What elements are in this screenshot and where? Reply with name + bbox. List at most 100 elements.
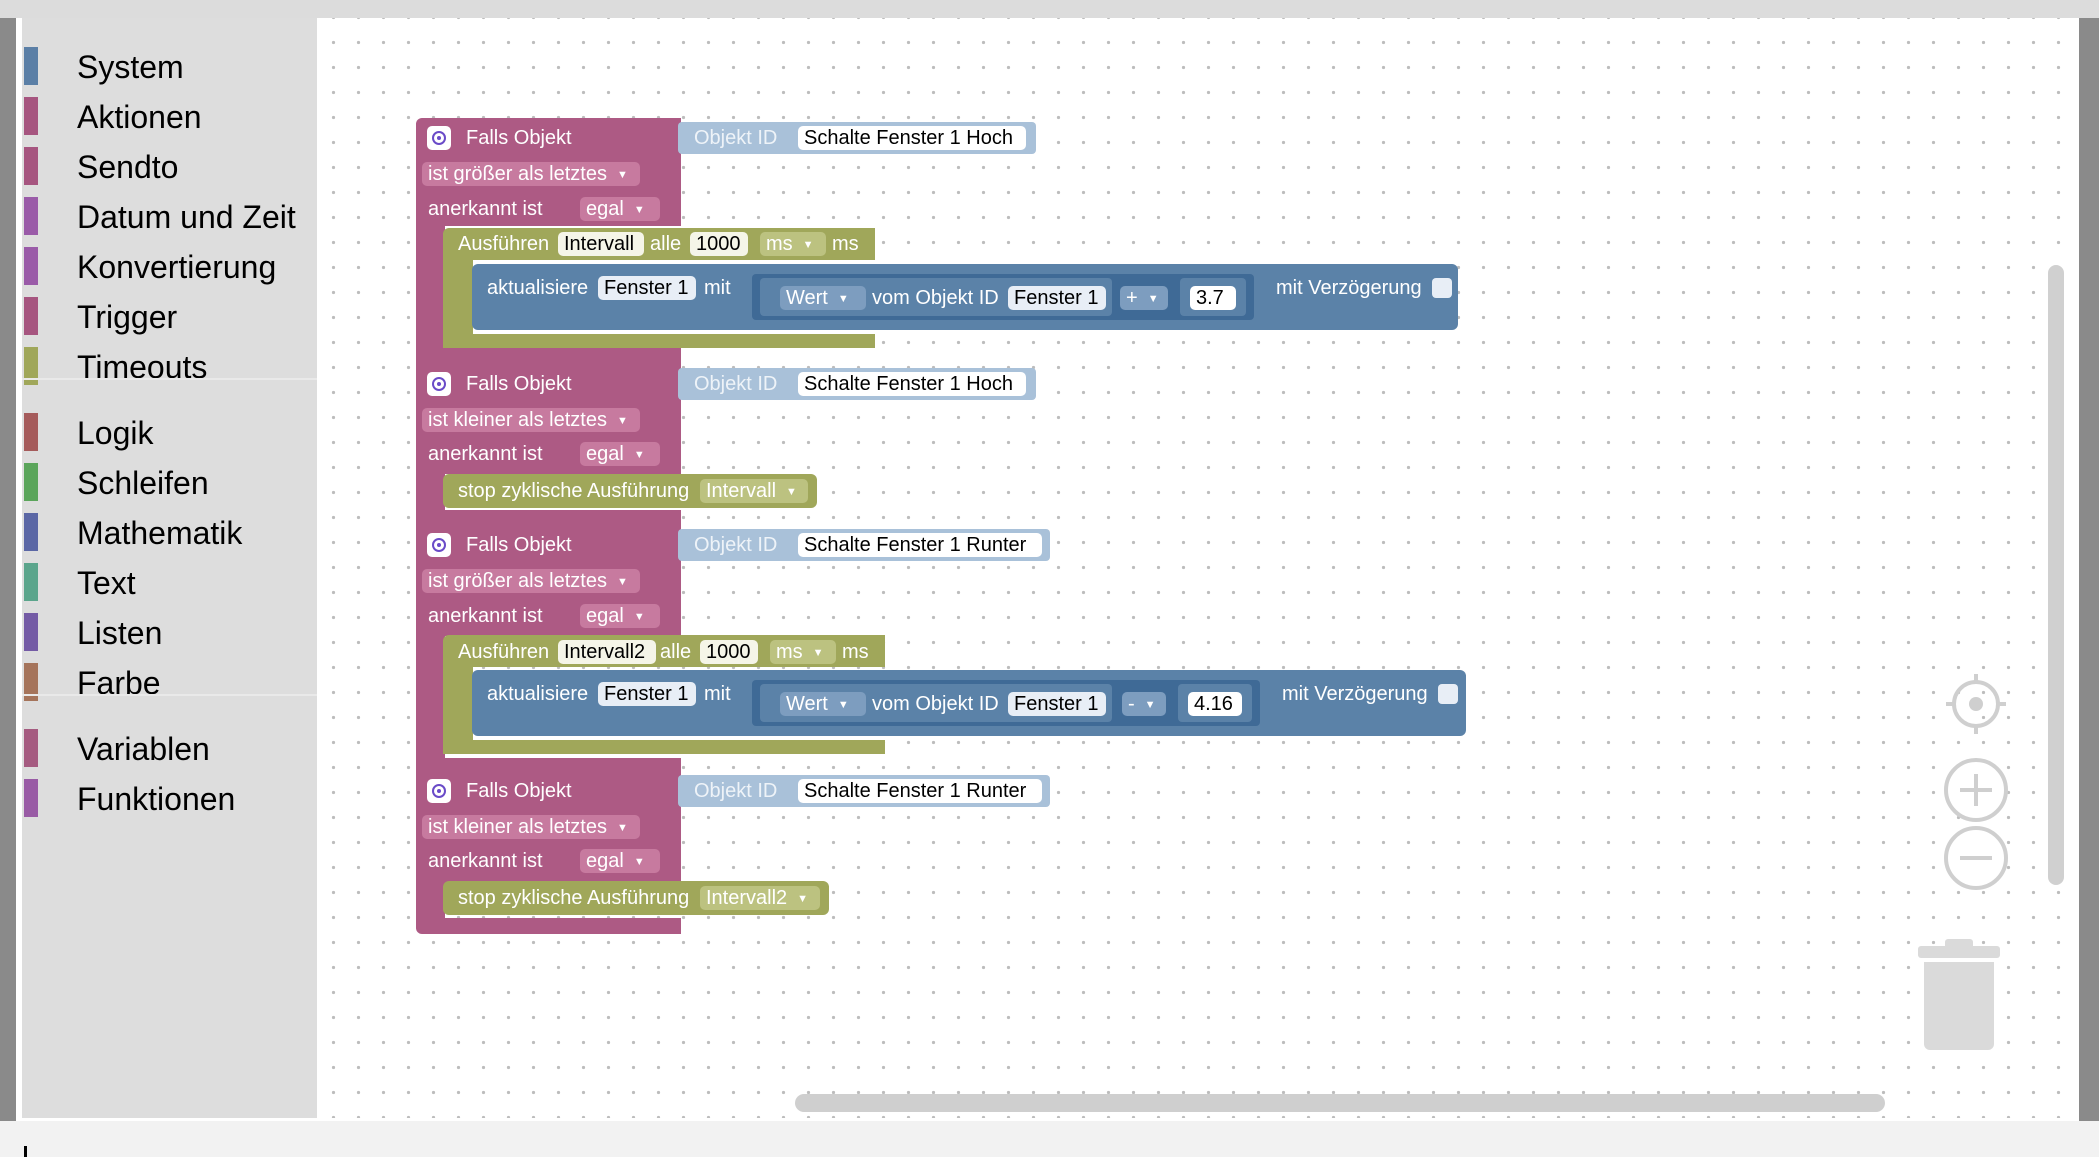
condition-dropdown[interactable]: ist kleiner als letztes▼ <box>422 815 640 839</box>
chevron-down-icon: ▼ <box>616 575 628 588</box>
update-with-label: mit <box>704 277 731 299</box>
update-label: aktualisiere <box>487 277 589 299</box>
text-cursor <box>24 1146 27 1157</box>
toolbox-category-farbe[interactable]: Farbe <box>22 658 317 706</box>
chevron-down-icon: ▼ <box>616 821 628 834</box>
operator-dropdown[interactable]: +▼ <box>1120 286 1168 310</box>
object-id-label: Objekt ID <box>694 534 778 556</box>
object-id-field[interactable]: Schalte Fenster 1 Hoch <box>798 126 1026 150</box>
toolbox-category-variablen[interactable]: Variablen <box>22 724 317 772</box>
toolbox-category-logik[interactable]: Logik <box>22 408 317 456</box>
delay-checkbox[interactable] <box>1432 278 1452 298</box>
toolbox-category-aktionen[interactable]: Aktionen <box>22 92 317 140</box>
toolbox-category-listen[interactable]: Listen <box>22 608 317 656</box>
chevron-down-icon: ▼ <box>786 485 797 498</box>
toolbox-category-sendto[interactable]: Sendto <box>22 142 317 190</box>
delay-checkbox[interactable] <box>1438 684 1458 704</box>
toolbox-category-text[interactable]: Text <box>22 558 317 606</box>
ack-dropdown[interactable]: egal▼ <box>580 604 660 628</box>
toolbox-category-funktionen[interactable]: Funktionen <box>22 774 317 822</box>
category-label: Funktionen <box>77 781 236 817</box>
category-label: System <box>77 49 184 85</box>
category-color-stripe <box>24 147 38 185</box>
category-color-stripe <box>24 97 38 135</box>
crosshair-icon[interactable] <box>1944 672 2008 736</box>
toolbox-category-timeouts[interactable]: Timeouts <box>22 342 317 390</box>
object-id-field[interactable]: Schalte Fenster 1 Runter <box>798 533 1042 557</box>
stop-interval-dropdown[interactable]: Intervall2▼ <box>700 886 820 910</box>
update-target-field[interactable]: Fenster 1 <box>598 682 696 706</box>
source-object-field[interactable]: Fenster 1 <box>1008 692 1106 716</box>
condition-dropdown[interactable]: ist kleiner als letztes▼ <box>422 408 640 432</box>
toolbox-category-system[interactable]: System <box>22 42 317 90</box>
interval-unit-dropdown[interactable]: ms▼ <box>770 640 836 664</box>
interval-name-field[interactable]: Intervall2 <box>558 640 656 664</box>
category-label: Datum und Zeit <box>77 199 296 235</box>
trigger-header: Falls Objekt <box>466 127 572 149</box>
chevron-down-icon: ▼ <box>633 610 645 623</box>
ack-label: anerkannt ist <box>428 605 543 627</box>
trash-lid-handle <box>1945 939 1973 948</box>
zoom-in-icon[interactable] <box>1942 756 2010 824</box>
stop-label: stop zyklische Ausführung <box>458 887 690 909</box>
stop-interval-dropdown[interactable]: Intervall▼ <box>700 479 808 503</box>
interval-value-field[interactable]: 1000 <box>690 232 748 256</box>
category-label: Text <box>77 565 136 601</box>
category-label: Listen <box>77 615 163 651</box>
category-color-stripe <box>24 297 38 335</box>
category-color-stripe <box>24 463 38 501</box>
condition-dropdown[interactable]: ist größer als letztes▼ <box>422 569 640 593</box>
chevron-down-icon: ▼ <box>802 238 814 251</box>
number-field[interactable]: 4.16 <box>1188 692 1242 716</box>
update-label: aktualisiere <box>487 683 589 705</box>
number-field[interactable]: 3.7 <box>1190 286 1236 310</box>
condition-dropdown[interactable]: ist größer als letztes▼ <box>422 162 640 186</box>
ack-dropdown[interactable]: egal▼ <box>580 442 660 466</box>
operator-dropdown[interactable]: -▼ <box>1122 692 1166 716</box>
toolbox-category-datum-und-zeit[interactable]: Datum und Zeit <box>22 192 317 240</box>
interval-value-field[interactable]: 1000 <box>700 640 758 664</box>
ack-dropdown[interactable]: egal▼ <box>580 197 660 221</box>
category-label: Trigger <box>77 299 178 335</box>
ack-dropdown[interactable]: egal▼ <box>580 849 660 873</box>
source-object-field[interactable]: Fenster 1 <box>1008 286 1106 310</box>
gear-icon[interactable] <box>427 779 451 803</box>
value-dropdown[interactable]: Wert▼ <box>780 692 866 716</box>
interval-unit-label: ms <box>842 641 869 663</box>
toolbox-category-trigger[interactable]: Trigger <box>22 292 317 340</box>
from-object-label: vom Objekt ID <box>872 287 999 309</box>
chevron-down-icon: ▼ <box>797 892 809 905</box>
category-color-stripe <box>24 729 38 767</box>
category-color-stripe <box>24 347 38 385</box>
gear-icon[interactable] <box>427 533 451 557</box>
toolbox-category-mathematik[interactable]: Mathematik <box>22 508 317 556</box>
chevron-down-icon: ▼ <box>633 855 645 868</box>
ack-label: anerkannt ist <box>428 443 543 465</box>
gear-icon[interactable] <box>427 372 451 396</box>
trash-body <box>1924 962 1994 1050</box>
trigger-block-spine <box>416 636 445 776</box>
category-color-stripe <box>24 247 38 285</box>
chevron-down-icon: ▼ <box>1147 292 1159 305</box>
object-id-field[interactable]: Schalte Fenster 1 Hoch <box>798 372 1026 396</box>
category-label: Mathematik <box>77 515 243 551</box>
object-id-label: Objekt ID <box>694 127 778 149</box>
horizontal-scrollbar[interactable] <box>795 1094 1885 1112</box>
vertical-scrollbar[interactable] <box>2048 265 2064 885</box>
value-dropdown[interactable]: Wert▼ <box>780 286 866 310</box>
object-id-field[interactable]: Schalte Fenster 1 Runter <box>798 779 1042 803</box>
trigger-block-foot <box>416 348 681 366</box>
interval-unit-dropdown[interactable]: ms▼ <box>760 232 826 256</box>
toolbox-category-schleifen[interactable]: Schleifen <box>22 458 317 506</box>
interval-name-field[interactable]: Intervall <box>558 232 644 256</box>
toolbox-category-konvertierung[interactable]: Konvertierung <box>22 242 317 290</box>
ack-label: anerkannt ist <box>428 198 543 220</box>
category-label: Aktionen <box>77 99 202 135</box>
category-color-stripe <box>24 413 38 451</box>
update-target-field[interactable]: Fenster 1 <box>598 276 696 300</box>
zoom-out-icon[interactable] <box>1942 824 2010 892</box>
category-color-stripe <box>24 779 38 817</box>
window-top-strip <box>0 0 2099 18</box>
gear-icon[interactable] <box>427 126 451 150</box>
category-color-stripe <box>24 563 38 601</box>
